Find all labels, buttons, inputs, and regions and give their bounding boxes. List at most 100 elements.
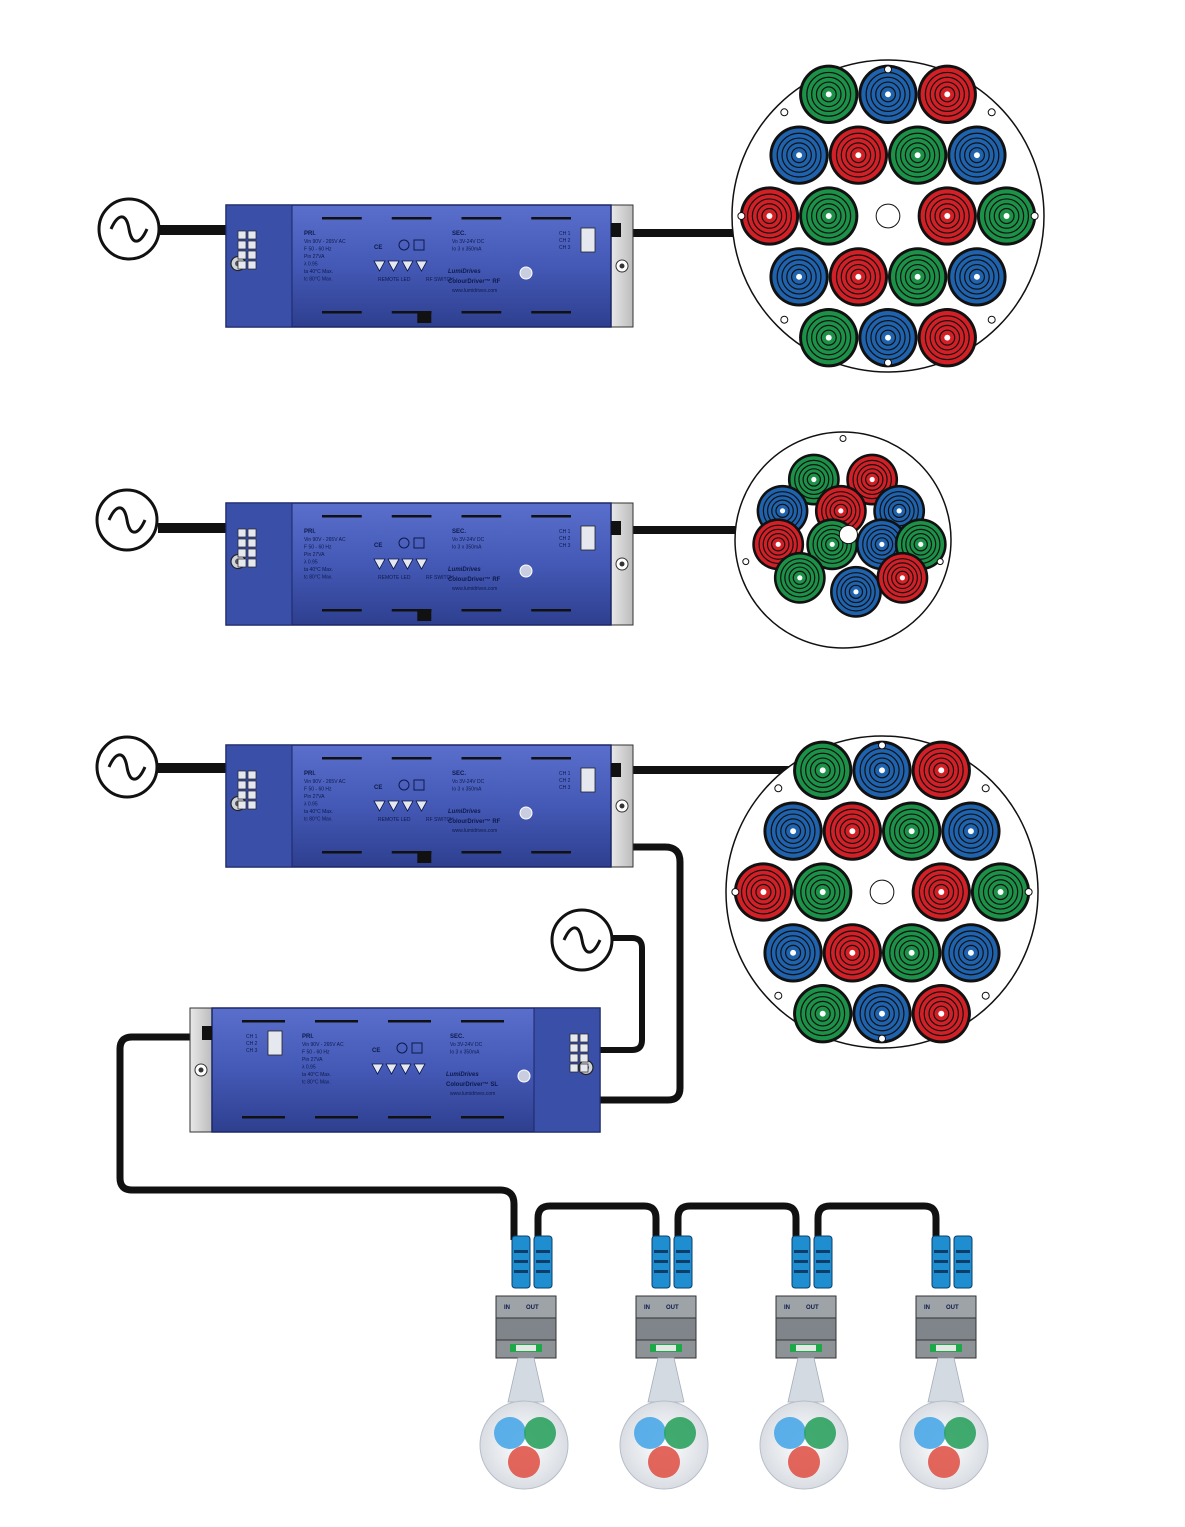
pri-spec-line: tc 80°C Max. [302,1080,331,1086]
led-ring [806,315,852,361]
led-ring [968,268,985,285]
led-ring [923,874,959,910]
model-name: ColourDriver™ RF [448,278,501,285]
rib-bottom [531,311,571,314]
plug-grip [676,1270,690,1273]
led-ring [805,752,841,788]
sec-spec-line: Vo 3V-24V DC [452,779,485,785]
mount-hole-icon [884,65,892,74]
ce-mark: CE [374,245,382,251]
remote-led-label: REMOTE LED [378,817,411,823]
led-ring [895,132,941,178]
led-ring [928,879,955,905]
led-ring [913,537,928,552]
pri-spec-line: Pin 27VA [302,1057,323,1063]
green-led [888,247,948,307]
channel-label: CH 1 [559,771,571,777]
led-ring [829,930,875,976]
led-ring [929,76,965,112]
led-ring [840,137,877,173]
led-ring [939,86,956,103]
terminal-slot [237,230,247,240]
terminal-screw [579,1033,589,1043]
flex-ribbon [787,1357,825,1403]
led-center [838,508,844,514]
led-ring [852,459,892,500]
class-ii-icon [413,779,425,791]
led-ring [939,207,956,225]
led-ring [865,472,880,487]
red-led [828,125,888,185]
led-ring [870,320,906,356]
led-ring [791,268,808,285]
led-ring [750,879,777,905]
led-ring [905,528,937,560]
channel-label: CH 2 [559,536,571,542]
connector-housing [915,1295,977,1321]
warning-triangle-icon [387,800,400,812]
led-center [797,575,803,581]
terminal-screw [247,800,257,810]
led-ring [845,263,872,290]
channel-label: CH 3 [559,245,571,251]
led-ring [934,203,961,229]
in-label: IN [504,1305,510,1311]
terminal-slot [569,1063,579,1073]
led-center [779,508,786,514]
terminal-screw [247,790,257,800]
sec-label: SEC. [452,231,466,237]
green-led [944,1417,976,1449]
cable-clip [417,853,432,863]
brand-logo: LumiDrives [448,269,481,275]
terminal-slot [569,1043,579,1053]
led-center [879,767,885,774]
terminal-slot [569,1053,579,1063]
rib-top [391,757,432,760]
led-ring [776,132,822,178]
led-ring [987,879,1014,905]
sine-wave-icon [107,753,147,781]
rib-top [391,515,432,518]
led-ring [904,263,931,290]
rib-bottom [322,851,362,854]
warning-triangle-icon [413,1063,426,1075]
led-ring [806,472,821,487]
led-ring [875,324,901,351]
logo-icon [519,266,533,280]
led-ring [745,874,782,910]
model-name: ColourDriver™ SL [446,1081,498,1088]
blue-led [852,740,912,800]
channel-label: CH 3 [559,785,571,791]
led-ring [805,996,841,1032]
mount-hole-icon [1030,212,1039,220]
led-ring [895,570,910,585]
led-ring [792,570,807,585]
led-center [819,1010,826,1017]
led-ring [909,268,926,285]
rib-top [531,757,571,760]
led-ring [992,883,1009,901]
channel-connector [267,1030,283,1056]
led-ring [751,198,788,234]
led-ring [918,869,964,915]
led-center [879,1010,885,1017]
led-ring [815,324,842,351]
led-ring [811,76,847,112]
terminal-slot [237,260,247,270]
red-led [917,186,977,246]
mount-hole-icon [1024,888,1033,896]
led-ring [889,930,935,976]
led-center [825,91,832,98]
warning-triangle-icon [373,558,386,570]
green-led [799,64,859,124]
blue-led [763,923,823,983]
rib-top [461,757,502,760]
mount-hole-icon [731,888,740,896]
led-ring [839,939,866,966]
led-ring [820,207,837,225]
led-center [1003,213,1010,219]
plug-grip [514,1250,528,1253]
plug-grip [934,1260,948,1263]
